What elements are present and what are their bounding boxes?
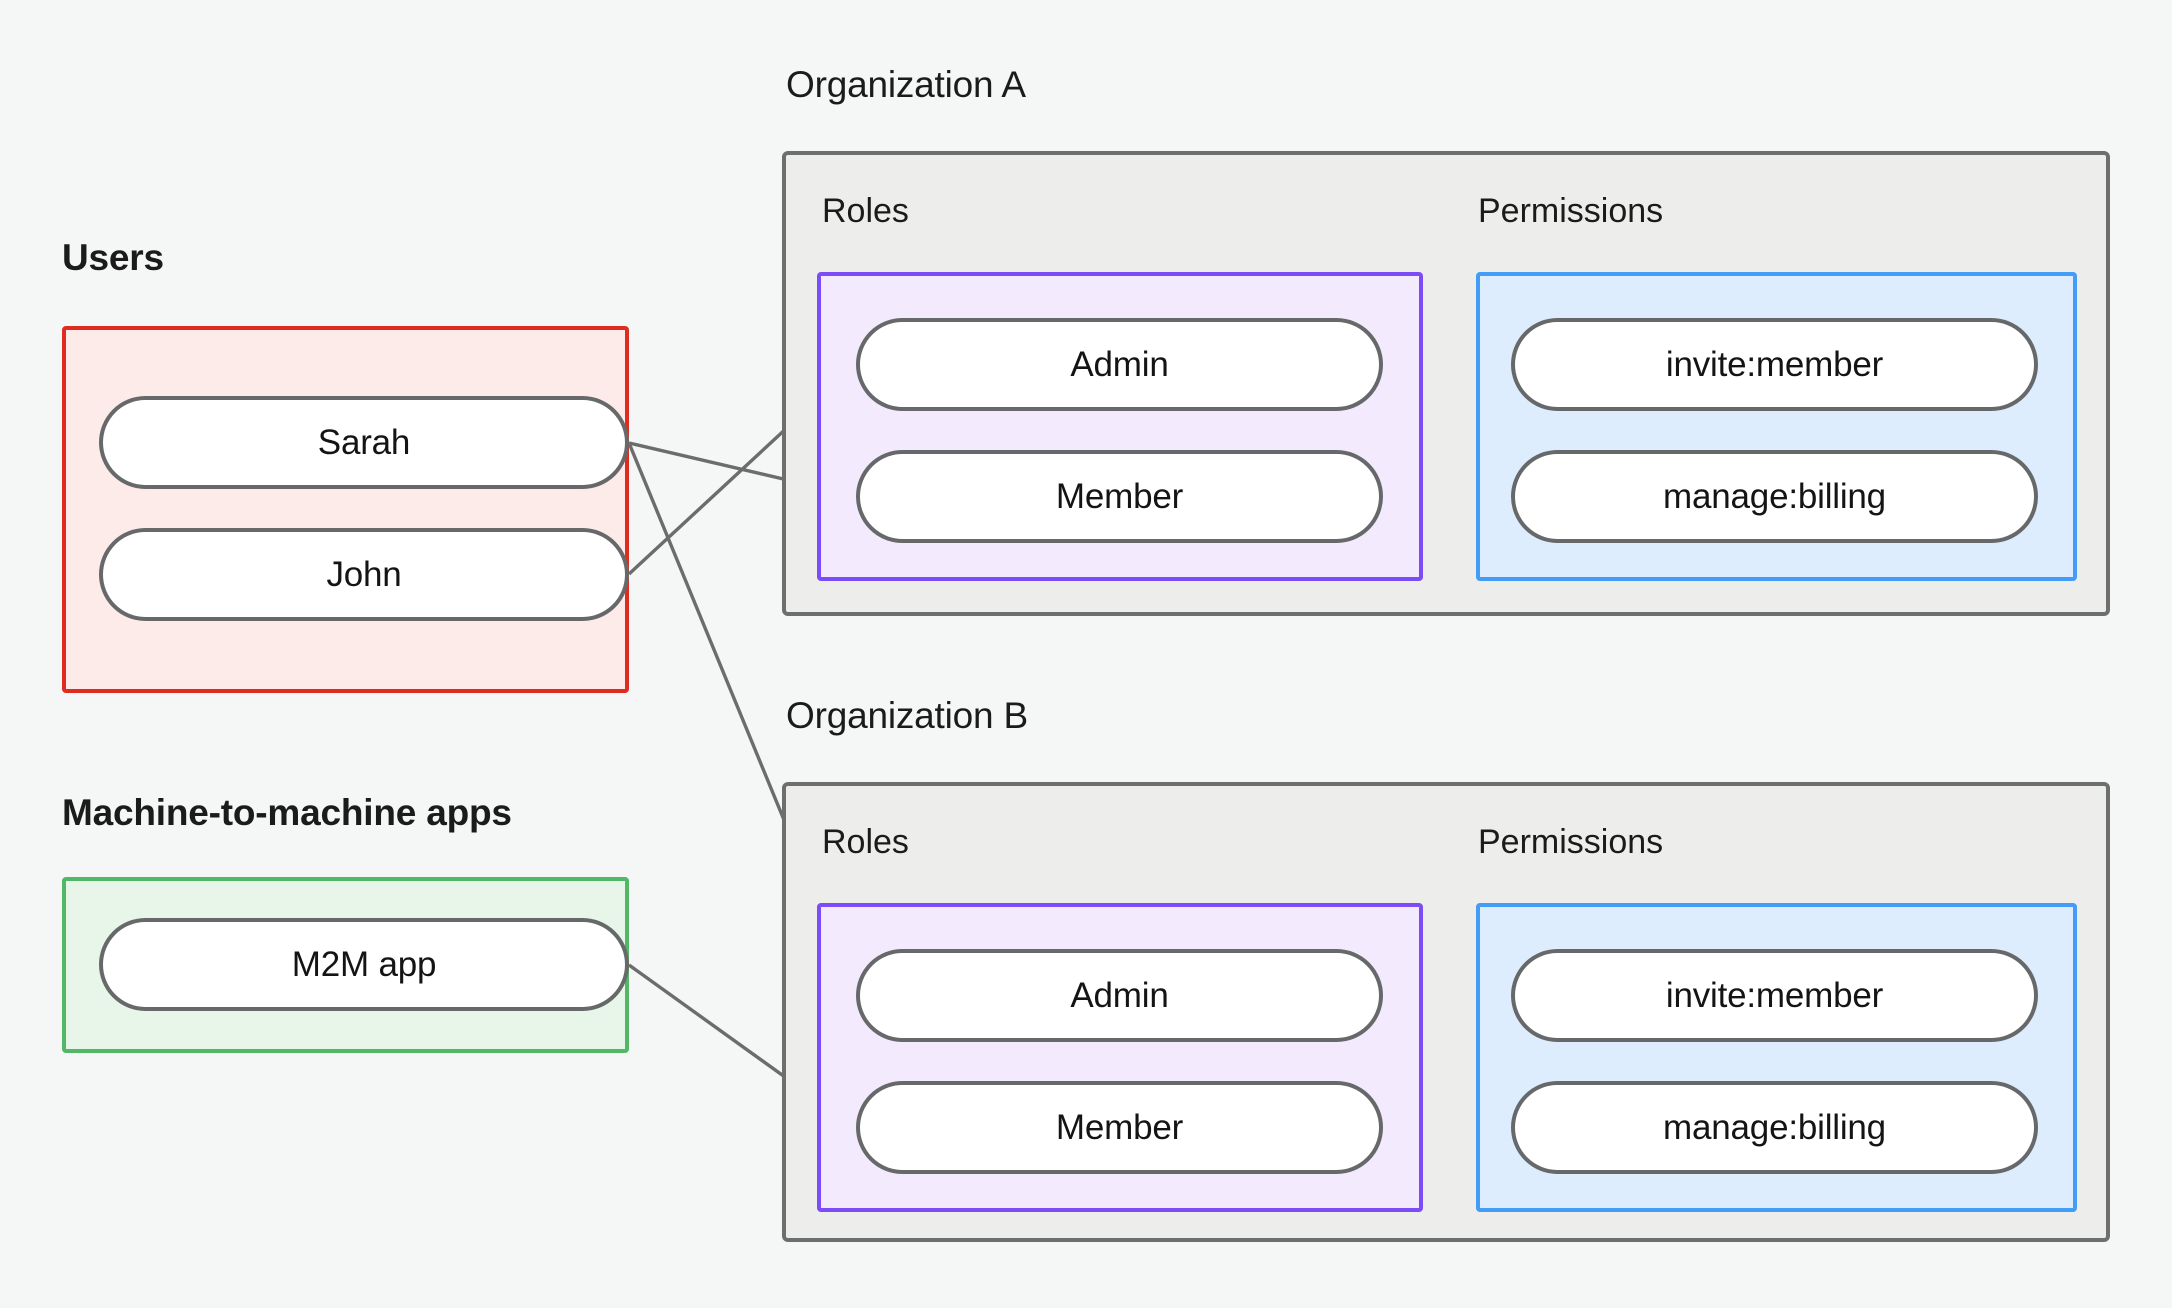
organization-b-title: Organization B [786, 695, 1028, 736]
organization-a-role-member[interactable]: Member [856, 450, 1383, 543]
organization-a-title: Organization A [786, 64, 1026, 105]
organization-b-permissions-label: Permissions [1478, 823, 1664, 861]
organization-a-role-admin[interactable]: Admin [856, 318, 1383, 411]
user-node-sarah[interactable]: Sarah [99, 396, 629, 489]
users-cluster [62, 326, 629, 693]
user-node-john[interactable]: John [99, 528, 629, 621]
m2m-section-title: Machine-to-machine apps [62, 792, 512, 833]
organization-a-permissions-label: Permissions [1478, 192, 1664, 230]
users-section-title: Users [62, 237, 164, 278]
organization-b-role-admin[interactable]: Admin [856, 949, 1383, 1042]
organization-b-permission-manage-billing[interactable]: manage:billing [1511, 1081, 2038, 1174]
organization-a-permission-manage-billing[interactable]: manage:billing [1511, 450, 2038, 543]
organization-a-permission-invite-member[interactable]: invite:member [1511, 318, 2038, 411]
m2m-node-m2m-app[interactable]: M2M app [99, 918, 629, 1011]
organization-b-role-member[interactable]: Member [856, 1081, 1383, 1174]
organization-a-roles-label: Roles [822, 192, 909, 230]
organization-b-roles-label: Roles [822, 823, 909, 861]
organization-b-permission-invite-member[interactable]: invite:member [1511, 949, 2038, 1042]
